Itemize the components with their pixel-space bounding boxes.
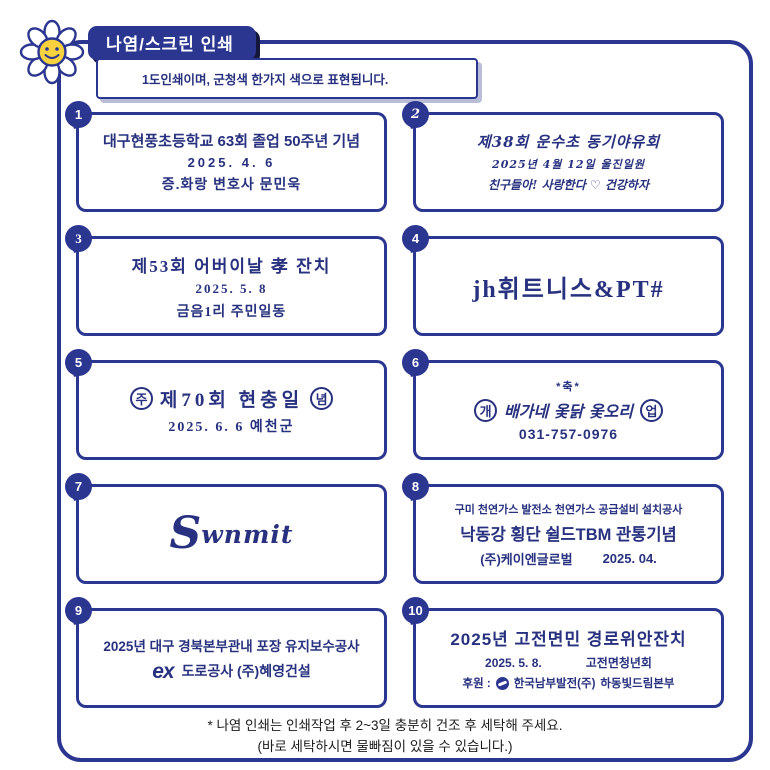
sample-phone: 031-757-0976 — [518, 426, 619, 442]
sample-footer-row: ex 도로공사 (주)혜영건설 — [152, 661, 311, 682]
badge-number: 8 — [411, 479, 420, 494]
badge-number: 6 — [411, 355, 420, 370]
sample-text: 배가네 옻닭 옻오리 — [504, 402, 633, 421]
sample-text: jh휘트니스&PT# — [472, 276, 665, 303]
circled-char: 개 — [474, 398, 498, 422]
sample-number-badge: 8 — [402, 473, 429, 500]
badge-number: 7 — [74, 479, 83, 494]
sample-number-badge: 6 — [402, 349, 429, 376]
sample-sponsor-row: 후원 : 한국남부발전(주) 하동빛드림본부 — [462, 675, 675, 691]
badge-number: 9 — [74, 603, 83, 618]
sponsor-branch: 하동빛드림본부 — [600, 678, 675, 690]
sample-date: 2025. 5. 8. — [485, 655, 542, 670]
sponsor-label: 후원 : — [462, 678, 491, 690]
footer-note: * 나염 인쇄는 인쇄작업 후 2~3일 충분히 건조 후 세탁해 주세요. (… — [0, 716, 770, 758]
flower-smiley-icon — [18, 18, 90, 90]
sample-number-badge: 9 — [65, 597, 92, 624]
page-subtitle: 1도인쇄이며, 군청색 한가지 색으로 표현됩니다. — [96, 58, 478, 99]
sample-date-row: 2025. 5. 8. 고전면청년회 — [485, 654, 652, 671]
circled-char: 념 — [310, 386, 334, 410]
sample-number-badge: 4 — [402, 225, 429, 252]
sample-text: 낙동강 횡단 쉴드TBM 관통기념 — [460, 525, 677, 544]
badge-number: 10 — [408, 603, 423, 618]
sample-number-badge: 10 — [402, 597, 429, 624]
sample-box-9: 9 2025년 대구 경북본부관내 포장 유지보수공사 ex 도로공사 (주)혜… — [65, 597, 387, 708]
sample-org: 고전면청년회 — [585, 656, 652, 670]
sample-text: *축* — [556, 381, 581, 393]
sample-date: 2025년 4월 12일 울진일원 — [492, 158, 645, 171]
footer-line-1: * 나염 인쇄는 인쇄작업 후 2~3일 충분히 건조 후 세탁해 주세요. — [207, 718, 563, 733]
badge-number: 3 — [75, 230, 82, 246]
sample-text: 제38회 운수초 동기야유회 — [476, 133, 661, 151]
sample-date: 2025. 4. 6 — [187, 155, 276, 170]
logo-initial: S — [169, 508, 202, 559]
circled-char: 주 — [129, 386, 153, 410]
sample-text: 증.화랑 변호사 문민욱 — [161, 176, 302, 192]
sample-box-3: 3 제53회 어버이날 孝 잔치 2025. 5. 8 금음1리 주민일동 — [65, 225, 387, 336]
badge-number: 1 — [74, 107, 83, 122]
sample-company: 도로공사 (주)혜영건설 — [181, 663, 311, 679]
sample-date: 2025. 6. 6 예천군 — [168, 419, 295, 435]
sample-date: 2025. 5. 8 — [195, 280, 268, 296]
page-title: 나염/스크린 인쇄 — [88, 26, 256, 60]
badge-number: 2 — [410, 107, 421, 122]
sample-number-badge: 3 — [65, 225, 92, 252]
sample-text: 제70회 현충일 — [159, 389, 304, 411]
sample-text: 대구현풍초등학교 63회 졸업 50주년 기념 — [102, 133, 361, 150]
sample-number-badge: 7 — [65, 473, 92, 500]
sample-number-badge: 2 — [402, 101, 429, 128]
sample-text: 제53회 어버이날 孝 잔치 — [131, 256, 332, 276]
sample-box-8: 8 구미 천연가스 발전소 천연가스 공급설비 설치공사 낙동강 횡단 쉴드TB… — [402, 473, 724, 584]
sample-title-row: 주 제70회 현충일 념 — [123, 385, 340, 412]
samples-grid: 1 대구현풍초등학교 63회 졸업 50주년 기념 2025. 4. 6 증.화… — [65, 101, 724, 708]
sample-text: 2025년 고전면민 경로위안잔치 — [450, 630, 687, 649]
sample-company: (주)케이엔글로벌 — [480, 551, 573, 567]
sample-box-10: 10 2025년 고전면민 경로위안잔치 2025. 5. 8. 고전면청년회 … — [402, 597, 724, 708]
outer-border — [57, 40, 753, 762]
kospo-logo-icon — [495, 676, 509, 690]
sponsor-company: 한국남부발전(주) — [513, 678, 596, 690]
sample-number-badge: 5 — [65, 349, 92, 376]
sample-text: 2025년 대구 경북본부관내 포장 유지보수공사 — [103, 638, 360, 654]
sample-box-2: 2 제38회 운수초 동기야유회 2025년 4월 12일 울진일원 친구들아!… — [402, 101, 724, 212]
badge-number: 4 — [411, 231, 420, 246]
sample-box-6: 6 *축* 개 배가네 옻닭 옻오리 업 031-757-0976 — [402, 349, 724, 460]
sample-box-4: 4 jh휘트니스&PT# — [402, 225, 724, 336]
sample-footer-row: (주)케이엔글로벌 2025. 04. — [480, 549, 657, 568]
sample-box-1: 1 대구현풍초등학교 63회 졸업 50주년 기념 2025. 4. 6 증.화… — [65, 101, 387, 212]
circled-char: 업 — [639, 398, 663, 422]
footer-line-2: (바로 세탁하시면 물빠짐이 있을 수 있습니다.) — [257, 738, 513, 754]
sample-box-5: 5 주 제70회 현충일 념 2025. 6. 6 예천군 — [65, 349, 387, 460]
sample-text: 친구들아! 사랑한다 ♡ 건강하자 — [487, 178, 650, 192]
sample-number-badge: 1 — [65, 101, 92, 128]
sample-date: 2025. 04. — [602, 550, 657, 566]
logo-rest: wnmit — [201, 519, 294, 549]
sample-text: 금음1리 주민일동 — [176, 304, 287, 320]
sample-text: 구미 천연가스 발전소 천연가스 공급설비 설치공사 — [454, 503, 683, 516]
sample-title-row: 개 배가네 옻닭 옻오리 업 — [467, 398, 670, 422]
badge-number: 5 — [74, 355, 83, 370]
expressway-logo: ex — [152, 659, 174, 683]
